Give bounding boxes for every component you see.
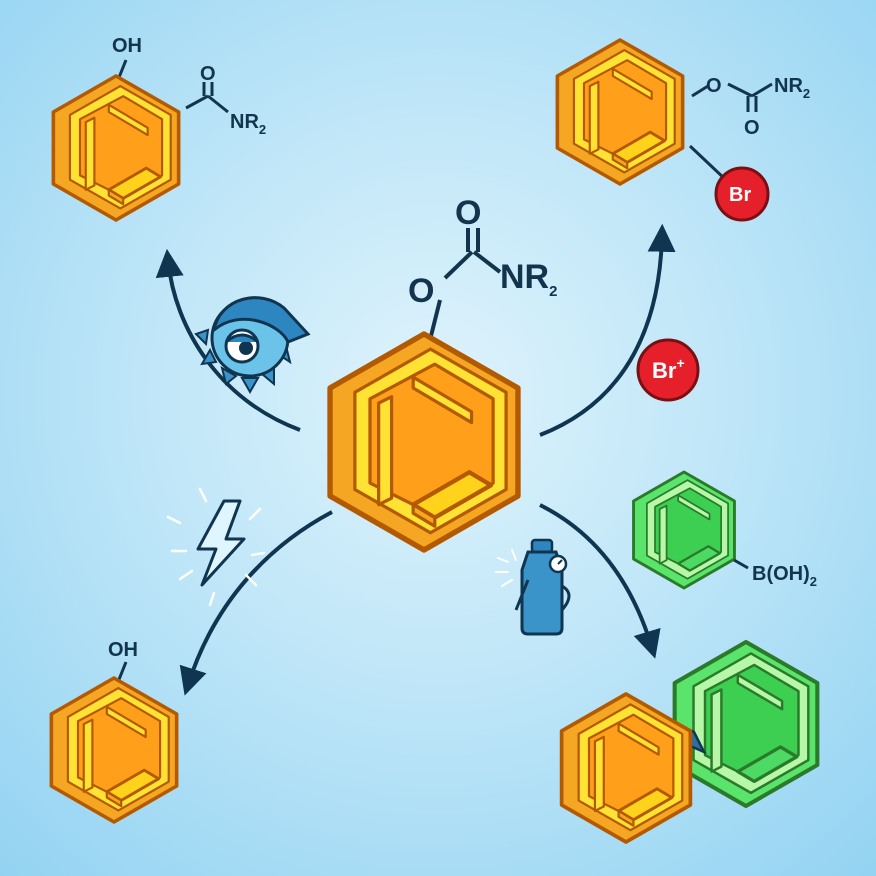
- tl-nr-group: NR2: [230, 111, 266, 137]
- tr-o-link-atom: O: [706, 75, 722, 97]
- biaryl-green-ring: [675, 642, 818, 806]
- gauge-needle: [557, 559, 563, 565]
- biaryl-orange-ring: [559, 692, 693, 844]
- saw-guard: [211, 296, 311, 344]
- center-o-atom: O: [408, 272, 434, 310]
- saw-blade-eye-icon: [194, 296, 311, 395]
- spray-mist: [495, 549, 517, 587]
- boronic-bond: [733, 558, 749, 570]
- br-plus-circle: [636, 338, 700, 402]
- tl-nr-text: NR: [230, 111, 259, 133]
- lightning-bolt-icon: [166, 487, 266, 607]
- boronic-label: B(OH)2: [752, 563, 817, 589]
- tr-bond-o-c: [727, 82, 753, 98]
- boronic-aromatic-ring: [632, 470, 736, 590]
- central-aryl-carbamate: O O NR2: [330, 194, 557, 550]
- tr-nr-text: NR: [774, 75, 803, 97]
- br-plus-label: Br+: [652, 355, 685, 383]
- center-o-top-atom: O: [455, 194, 481, 232]
- bottle-body: [520, 550, 564, 636]
- tl-bond-ring-c: [185, 94, 209, 110]
- tr-aromatic-ring: [555, 38, 685, 186]
- arrow-to-biaryl: [539, 503, 661, 659]
- center-aromatic-ring: [330, 334, 518, 550]
- bolt-shape: [196, 499, 246, 587]
- tr-bond-ring-br: [688, 144, 728, 182]
- tr-bond-ring-o: [691, 84, 709, 98]
- tl-o-atom: O: [200, 63, 216, 85]
- ortho-bromo-carbamate: O NR2 O Br: [555, 38, 810, 222]
- bottle-cap: [530, 538, 554, 554]
- spray-bottle-icon: [495, 538, 571, 636]
- eye-lid: [225, 333, 259, 344]
- arrow-to-phenol: [179, 510, 333, 696]
- center-nr-subscript: 2: [549, 283, 557, 300]
- bottle-handle: [560, 584, 571, 611]
- br-plus-superscript: +: [676, 355, 684, 371]
- spark-lines: [166, 487, 266, 607]
- bromonium-reagent: Br+: [636, 338, 700, 402]
- tl-bond-c-n: [207, 94, 229, 114]
- tl-nr-subscript: 2: [259, 122, 266, 137]
- arrow-to-ortho-bromide: [539, 223, 676, 437]
- tr-bond-c-n: [751, 82, 773, 98]
- bond-c-n: [472, 250, 502, 274]
- boronic-subscript: 2: [810, 574, 817, 589]
- bond-o-c: [443, 250, 474, 280]
- eye-pupil: [239, 341, 253, 355]
- tr-bromine-atom: [714, 166, 770, 222]
- ortho-hydroxy-amide: OH O NR2: [51, 35, 266, 222]
- spray-wand: [514, 579, 530, 611]
- bl-aromatic-ring: [49, 676, 179, 824]
- phenylboronic-acid: B(OH)2: [632, 470, 817, 590]
- boronic-text: B(OH): [752, 563, 810, 585]
- center-nr-text: NR: [500, 258, 549, 296]
- bond-ring-o: [428, 299, 442, 341]
- tr-o-atom: O: [744, 117, 760, 139]
- bl-oh-atom: OH: [108, 639, 138, 661]
- center-nr-group: NR2: [500, 258, 557, 300]
- tr-nr-group: NR2: [774, 75, 810, 101]
- br-plus-text: Br: [652, 358, 677, 383]
- tl-oh-atom: OH: [112, 35, 142, 57]
- tr-nr-subscript: 2: [803, 86, 810, 101]
- tr-br-label: Br: [729, 184, 751, 206]
- tl-aromatic-ring: [51, 74, 181, 222]
- bl-bond-ring-oh: [116, 661, 128, 683]
- phenol-product: OH: [49, 639, 179, 824]
- biaryl-product: [559, 642, 818, 844]
